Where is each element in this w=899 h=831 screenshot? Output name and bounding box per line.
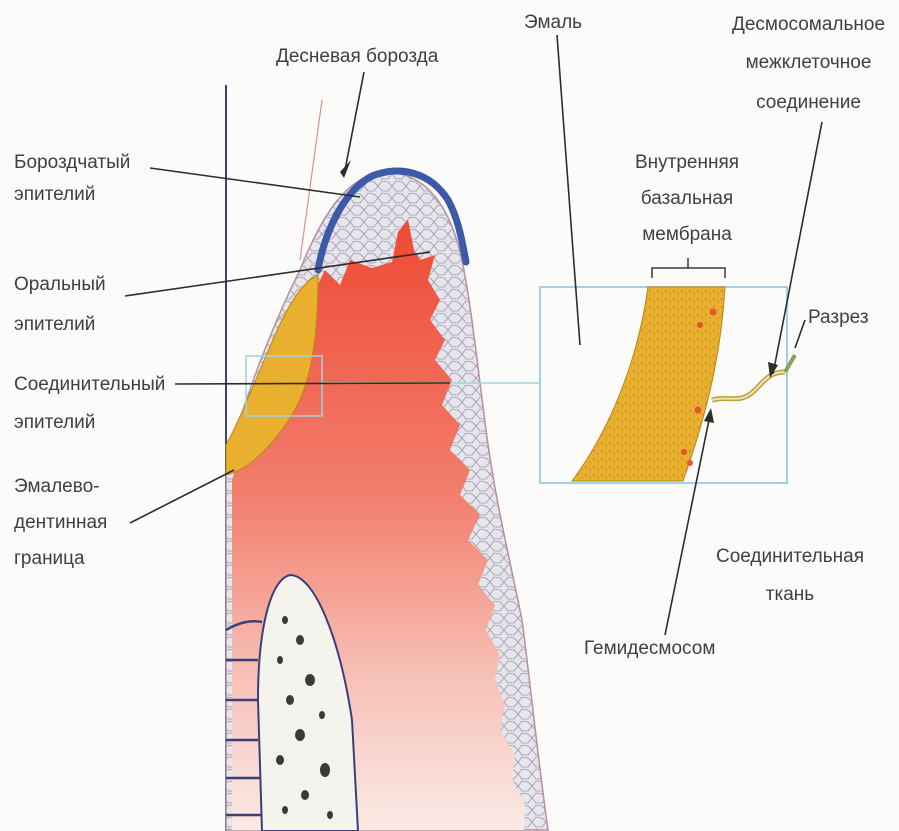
label-gingival-sulcus: Десневая борозда [276,44,438,70]
label-sulcular-epithelium-1: Бороздчатый [14,150,130,176]
label-basal-membrane-1: Внутренняя [612,150,762,176]
label-junctional-epithelium-2: эпителий [14,410,95,436]
label-connective-tissue-1: Соединительная [700,544,880,570]
label-sulcular-epithelium-2: эпителий [14,182,95,208]
label-basal-membrane-3: мембрана [612,222,762,248]
label-oral-epithelium-1: Оральный [14,272,106,298]
label-cej-3: граница [14,546,85,572]
label-basal-membrane-2: базальная [612,186,762,212]
label-connective-tissue-2: ткань [700,582,880,608]
label-cej-1: Эмалево- [14,474,100,500]
label-junctional-epithelium-1: Соединительный [14,372,165,398]
label-enamel: Эмаль [524,10,582,36]
label-desmosomal-1: Десмосомальное [718,12,899,38]
label-cej-2: дентинная [14,510,107,536]
label-oral-epithelium-2: эпителий [14,312,95,338]
label-desmosomal-3: соединение [718,90,899,116]
label-desmosomal-2: межклеточное [718,50,899,76]
membrane-bracket [652,258,725,278]
label-section: Разрез [808,305,869,331]
label-hemidesmosome: Гемидесмосом [584,636,715,662]
